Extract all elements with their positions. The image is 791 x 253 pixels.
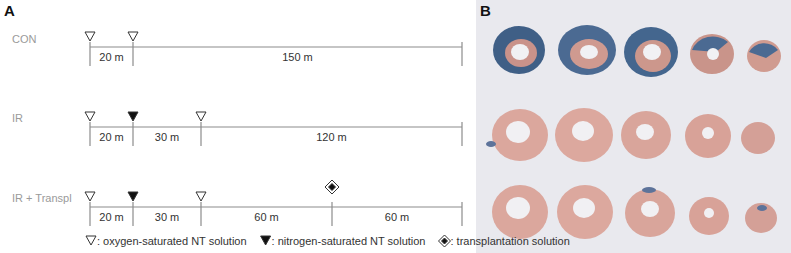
group-name: CON	[12, 33, 36, 46]
legend-text: : oxygen-saturated NT solution	[97, 235, 247, 248]
heart-slices-ir	[486, 108, 775, 162]
timeline-markers	[85, 32, 339, 201]
legend-text: : transplantation solution	[451, 235, 570, 248]
timeline-lines	[90, 42, 462, 226]
legend-symbol	[86, 236, 96, 245]
duration-label: 60 m	[385, 211, 409, 224]
group-name: IR	[12, 112, 23, 125]
duration-label: 20 m	[99, 131, 123, 144]
legend-symbol	[442, 238, 448, 244]
legend-text: : nitrogen-saturated NT solution	[272, 235, 426, 248]
photo-ground	[476, 0, 791, 253]
legend-symbol	[261, 236, 271, 245]
heart-slices-control	[493, 25, 781, 77]
legend-symbols	[86, 235, 451, 247]
panel-letter: A	[4, 2, 15, 19]
duration-label: 60 m	[254, 211, 278, 224]
duration-label: 20 m	[99, 51, 123, 64]
legend-symbol	[439, 235, 451, 247]
duration-label: 20 m	[99, 211, 123, 224]
panel-letter: B	[480, 2, 491, 19]
group-name: IR + Transpl	[12, 192, 72, 205]
duration-label: 120 m	[316, 131, 347, 144]
duration-label: 150 m	[282, 51, 313, 64]
heart-slices-transplant	[492, 185, 777, 239]
duration-label: 30 m	[155, 211, 179, 224]
duration-label: 30 m	[155, 131, 179, 144]
